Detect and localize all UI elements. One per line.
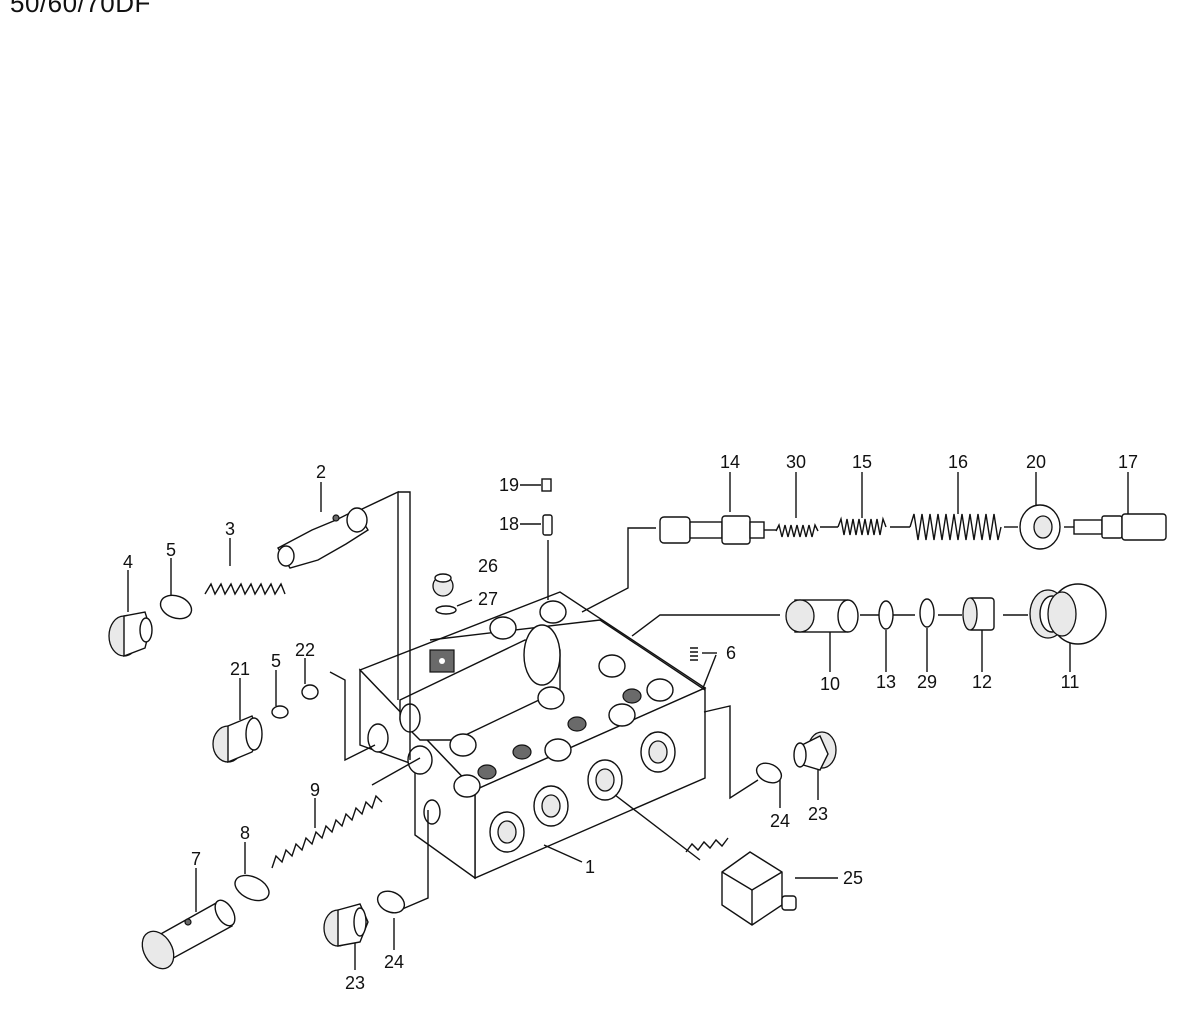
part-23-plug-lower xyxy=(323,903,369,947)
part-4-plug xyxy=(108,611,153,658)
part-19-plug xyxy=(541,478,552,492)
valve-body xyxy=(358,591,707,880)
callout-26: 26 xyxy=(478,556,498,576)
callout-14: 14 xyxy=(720,452,740,472)
part-27-washer xyxy=(435,605,457,615)
part-5-oring-upper xyxy=(159,594,193,620)
callout-11: 11 xyxy=(1061,672,1080,692)
callout-21: 21 xyxy=(230,659,250,679)
part-24-oring-right xyxy=(755,762,783,784)
callout-1: 1 xyxy=(585,857,595,877)
part-11-cap xyxy=(1029,583,1107,645)
callout-27: 27 xyxy=(478,589,498,609)
part-18-pin xyxy=(542,514,553,536)
callout-16: 16 xyxy=(948,452,968,472)
part-29-oring xyxy=(919,598,935,628)
part-21-plug xyxy=(212,715,263,764)
callout-24-right: 24 xyxy=(770,811,790,831)
callout-15: 15 xyxy=(852,452,872,472)
part-16-spring xyxy=(909,513,1002,541)
part-26-cap xyxy=(432,573,454,597)
part-10-sleeve xyxy=(785,599,859,633)
callout-17: 17 xyxy=(1118,452,1138,472)
model-title: 50/60/70DF xyxy=(10,0,151,18)
part-12-bushing xyxy=(962,597,995,631)
callout-30: 30 xyxy=(786,452,806,472)
part-13-oring xyxy=(878,600,894,630)
callout-4: 4 xyxy=(123,552,133,572)
callout-20: 20 xyxy=(1026,452,1046,472)
callout-labels: 1 2 3 4 5 5 6 7 8 9 10 11 12 13 14 15 16… xyxy=(123,452,1138,993)
leader-lines xyxy=(127,472,1129,970)
part-6-spring xyxy=(690,647,698,661)
callout-13: 13 xyxy=(876,672,896,692)
part-24-oring-lower xyxy=(376,890,406,914)
callout-23-right: 23 xyxy=(808,804,828,824)
part-7-plug xyxy=(141,899,236,970)
callout-5-lower: 5 xyxy=(271,651,281,671)
part-22-backup-ring xyxy=(301,684,319,700)
callout-29: 29 xyxy=(917,672,937,692)
callout-6: 6 xyxy=(726,643,736,663)
callout-5-upper: 5 xyxy=(166,540,176,560)
part-25-solenoid xyxy=(685,837,797,926)
callout-2: 2 xyxy=(316,462,326,482)
callout-10: 10 xyxy=(820,674,840,694)
part-20-washer xyxy=(1019,504,1061,550)
part-30-spring xyxy=(775,522,819,538)
callout-22: 22 xyxy=(295,640,315,660)
part-14-spool xyxy=(659,515,765,545)
part-23-plug-right xyxy=(793,731,837,771)
callout-25: 25 xyxy=(843,868,863,888)
callout-24-lower: 24 xyxy=(384,952,404,972)
callout-8: 8 xyxy=(240,823,250,843)
part-17-pin xyxy=(1073,513,1167,541)
callout-9: 9 xyxy=(310,780,320,800)
part-3-spring xyxy=(204,582,286,596)
callout-12: 12 xyxy=(972,672,992,692)
part-9-spring xyxy=(271,794,383,869)
part-8-oring xyxy=(234,874,270,902)
callout-18: 18 xyxy=(499,514,519,534)
part-5-oring-lower xyxy=(271,705,289,719)
part-2-spool xyxy=(277,507,369,569)
part-15-spring xyxy=(837,516,887,536)
callout-3: 3 xyxy=(225,519,235,539)
callout-19: 19 xyxy=(499,475,519,495)
callout-23-lower: 23 xyxy=(345,973,365,993)
callout-7: 7 xyxy=(191,849,201,869)
